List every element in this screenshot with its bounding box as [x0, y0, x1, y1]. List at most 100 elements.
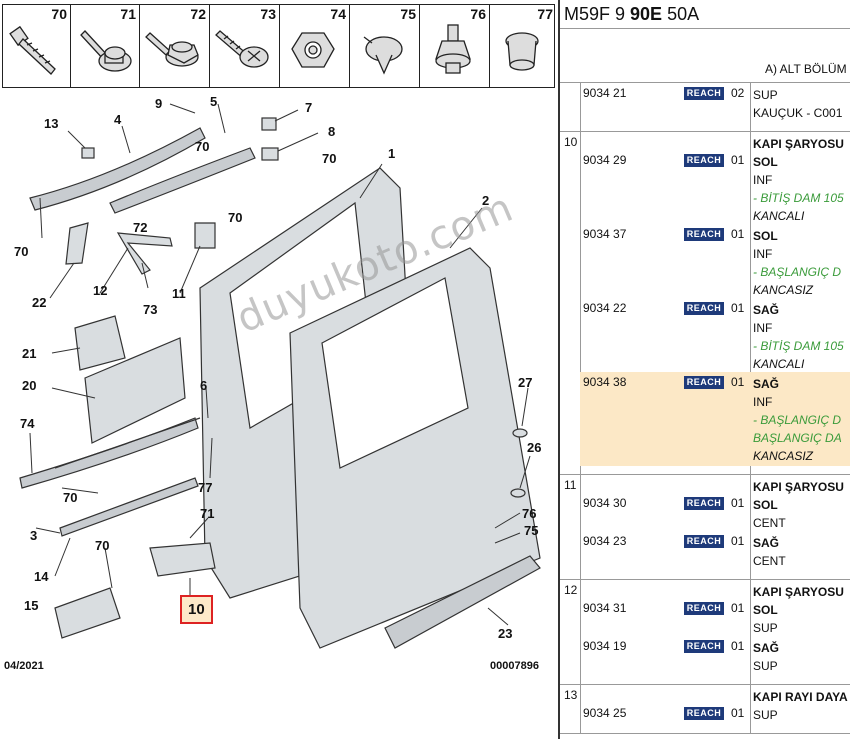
column-divider [750, 580, 751, 684]
column-divider [580, 132, 581, 474]
callout-70-a[interactable]: 70 [195, 139, 210, 154]
group-title-text: KAPI ŞARYOSU [753, 480, 844, 494]
part-quantity: 02 [731, 86, 745, 100]
callout-5[interactable]: 5 [210, 94, 218, 109]
callout-12[interactable]: 12 [93, 283, 108, 298]
part-reference[interactable]: 9034 19 [583, 639, 627, 653]
part-reference[interactable]: 9034 30 [583, 496, 627, 510]
icon-cell-72[interactable]: 72 [140, 5, 210, 87]
callout-11[interactable]: 11 [172, 286, 186, 301]
callout-20[interactable]: 20 [22, 378, 37, 393]
icon-cell-75[interactable]: 75 [350, 5, 420, 87]
icon-cell-74[interactable]: 74 [280, 5, 350, 87]
callout-27[interactable]: 27 [518, 375, 533, 390]
callout-73[interactable]: 73 [143, 302, 158, 317]
parts-diagram-panel: 70 71 72 73 74 75 76 77 [2, 4, 555, 672]
callout-70-e[interactable]: 70 [63, 490, 78, 505]
rivet-nut-icon [505, 32, 539, 71]
reach-badge: REACH [684, 376, 724, 389]
icon-cell-70[interactable]: 70 [3, 5, 71, 87]
group-number: 13 [564, 688, 578, 702]
description-line: SAĞ [753, 377, 780, 391]
part-reference[interactable]: 9034 23 [583, 534, 627, 548]
callout-7[interactable]: 7 [305, 100, 313, 115]
callout-71[interactable]: 71 [200, 506, 215, 521]
callout-21[interactable]: 21 [22, 346, 37, 361]
callout-14[interactable]: 14 [34, 569, 49, 584]
part-reference[interactable]: 9034 31 [583, 601, 627, 615]
fastener-icon-bar: 70 71 72 73 74 75 76 77 [2, 4, 555, 88]
callout-23[interactable]: 23 [498, 626, 513, 641]
callout-4[interactable]: 4 [114, 112, 122, 127]
part-quantity: 01 [731, 706, 745, 720]
group-title: KAPI RAYI DAYA [753, 688, 848, 706]
callout-15[interactable]: 15 [24, 598, 39, 613]
bolt-icon [9, 25, 56, 75]
callout-1[interactable]: 1 [388, 146, 396, 161]
part-reference[interactable]: 9034 29 [583, 153, 627, 167]
part-code-title: M59F 9 90E 50A [564, 4, 699, 25]
callout-9[interactable]: 9 [155, 96, 163, 111]
description-line: CENT [753, 554, 786, 568]
icon-cell-71[interactable]: 71 [71, 5, 140, 87]
callout-76[interactable]: 76 [522, 506, 537, 521]
callout-13[interactable]: 13 [44, 116, 59, 131]
reach-badge: REACH [684, 602, 724, 615]
description-line: KANCALI [753, 209, 805, 223]
callout-3[interactable]: 3 [30, 528, 38, 543]
callout-72[interactable]: 72 [133, 220, 148, 235]
group-title: KAPI ŞARYOSU [753, 478, 844, 496]
part-reference[interactable]: 9034 37 [583, 227, 627, 241]
group-title-text: KAPI RAYI DAYA [753, 690, 848, 704]
callout-26[interactable]: 26 [527, 440, 542, 455]
reach-badge: REACH [684, 87, 724, 100]
icon-cell-73[interactable]: 73 [210, 5, 280, 87]
group-number: 11 [564, 478, 577, 492]
description-line: SAĞ [753, 303, 780, 317]
callout-2[interactable]: 2 [482, 193, 490, 208]
group-number: 12 [564, 583, 578, 597]
description-line: KANCASIZ [753, 449, 814, 463]
part-reference[interactable]: 9034 25 [583, 706, 627, 720]
icon-number: 75 [400, 6, 416, 22]
callout-6[interactable]: 6 [200, 378, 208, 393]
callout-74[interactable]: 74 [20, 416, 35, 431]
icon-cell-76[interactable]: 76 [420, 5, 490, 87]
callout-10-highlighted[interactable]: 10 [180, 595, 213, 624]
part-reference[interactable]: 9034 21 [583, 86, 627, 100]
callout-70-d[interactable]: 70 [228, 210, 243, 225]
callout-70-b[interactable]: 70 [322, 151, 337, 166]
part-reference[interactable]: 9034 22 [583, 301, 627, 315]
screw-icon [215, 30, 269, 68]
part-reference[interactable]: 9034 38 [583, 375, 627, 389]
callout-22[interactable]: 22 [32, 295, 47, 310]
description-line: INF [753, 173, 773, 187]
callout-8[interactable]: 8 [328, 124, 336, 139]
callout-75[interactable]: 75 [524, 523, 539, 538]
part-quantity: 01 [731, 227, 745, 241]
icon-cell-77[interactable]: 77 [490, 5, 556, 87]
callout-70-f[interactable]: 70 [95, 538, 110, 553]
callout-70-c[interactable]: 70 [14, 244, 29, 259]
description-line: - BAŞLANGIÇ D [753, 413, 842, 427]
column-divider [580, 475, 581, 579]
callout-77[interactable]: 77 [198, 480, 213, 495]
